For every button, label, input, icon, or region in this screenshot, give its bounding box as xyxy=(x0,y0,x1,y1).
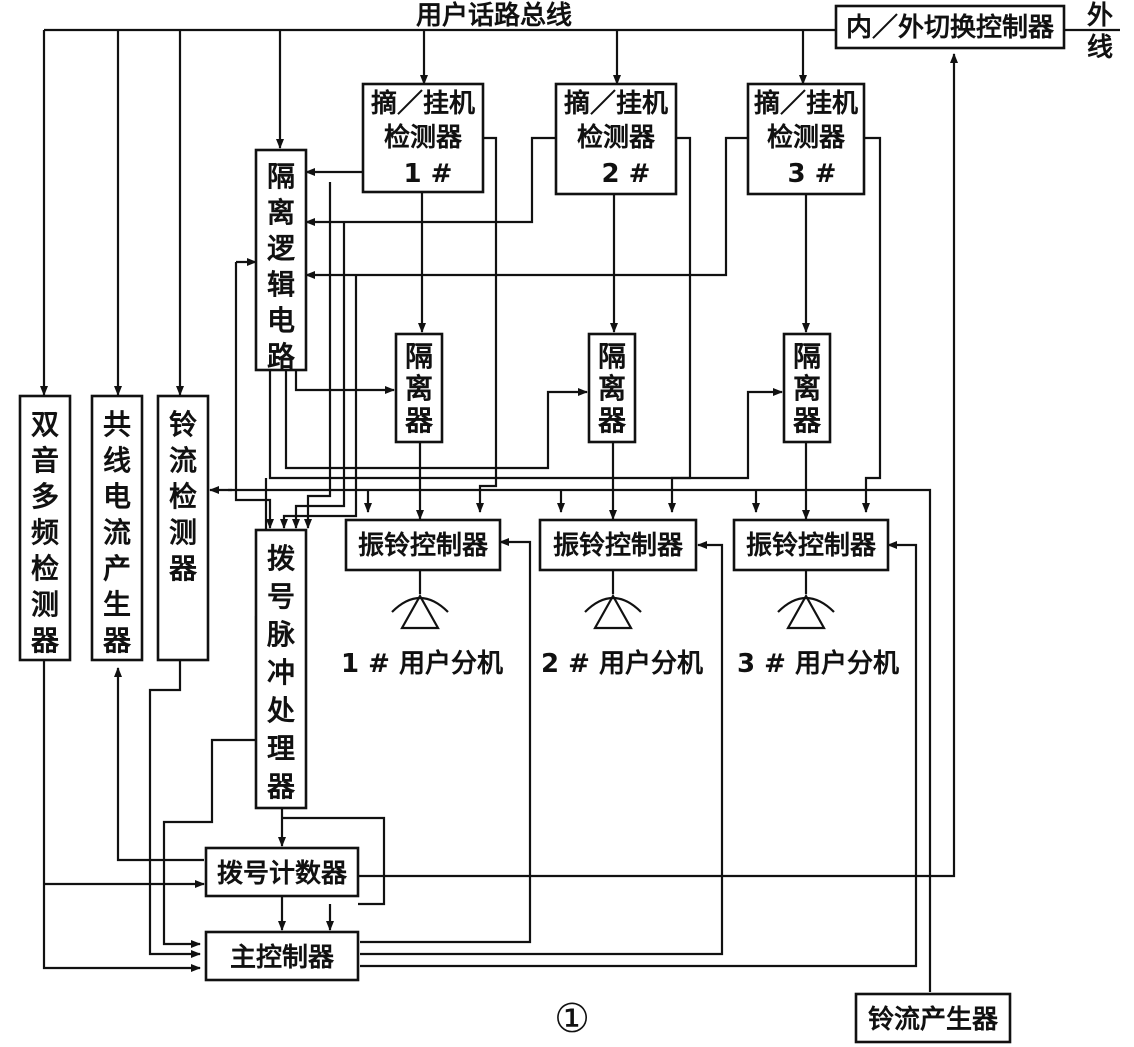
isolation-logic-block: 隔离逻辑电路 xyxy=(254,148,308,373)
ring-controller-2: 振铃控制器 xyxy=(538,518,698,572)
switch-controller-label: 内／外切换控制器 xyxy=(846,13,1055,43)
svg-text:检测器: 检测器 xyxy=(577,122,656,153)
hook-detector-3-num: 3 # xyxy=(788,159,837,189)
logic-feedback-to-dpp xyxy=(234,262,274,529)
main-to-ring2 xyxy=(360,541,724,956)
hook-detector-2-num: 2 # xyxy=(602,159,651,189)
dial-counter-label: 拨号计数器 xyxy=(217,859,348,889)
hook3-line-to-dpp xyxy=(280,275,358,529)
phone-2-label: 2 # 用户分机 xyxy=(541,648,703,679)
hook-detector-2: 摘／挂机 检测器 2 # xyxy=(554,82,678,196)
main-to-ring3 xyxy=(360,541,918,968)
outer-line-label: 外 xyxy=(1087,1,1113,31)
ring-rail xyxy=(228,488,932,992)
logic-to-iso2 xyxy=(284,370,588,470)
hook-detector-3: 摘／挂机 检测器 3 # xyxy=(746,82,866,196)
dtmf-to-main xyxy=(42,660,201,972)
ring-current-gen-label: 铃流产生器 xyxy=(868,1005,999,1035)
counter-to-switch xyxy=(358,53,958,878)
hook3-to-ring3-ctrl xyxy=(862,136,882,513)
svg-text:线: 线 xyxy=(1087,33,1113,63)
hook-detector-1-label: 摘／挂机 xyxy=(371,88,475,119)
main-controller-block: 主控制器 xyxy=(204,930,360,982)
blocks-common_line_current_gen-label: 共线电流产生器 xyxy=(102,408,132,657)
extensions-2-isolator-label: 隔离器 xyxy=(792,340,822,437)
phone-1-label: 1 # 用户分机 xyxy=(341,648,503,679)
hook-detector-2-label: 摘／挂机 xyxy=(564,88,668,119)
blocks-dial_pulse_processor-label: 拨号脉冲处理器 xyxy=(266,542,296,803)
hook1-to-ring1-ctrl xyxy=(476,136,498,513)
hook2-to-logic xyxy=(305,136,556,226)
hook1-line-to-dpp xyxy=(304,182,332,529)
dpp-to-main xyxy=(162,738,256,948)
wires xyxy=(40,28,1120,992)
svg-text:检测器: 检测器 xyxy=(767,122,846,153)
counter-loop xyxy=(282,816,386,906)
hook-detector-1-num: 1 # xyxy=(404,159,453,189)
phone-1-icon xyxy=(391,593,449,630)
ring-controller-1-label: 振铃控制器 xyxy=(358,531,489,561)
blocks-ring_current_detector-label: 铃流检测器 xyxy=(168,408,198,585)
extensions-1-isolator-label: 隔离器 xyxy=(597,340,627,437)
bus-label: 用户话路总线 xyxy=(416,0,572,31)
main-controller-label: 主控制器 xyxy=(230,943,335,973)
ring-current-detector-block: 铃流检测器 xyxy=(156,394,210,662)
switch-controller-block: 内／外切换控制器 xyxy=(834,4,1066,50)
ring-controller-3-label: 振铃控制器 xyxy=(746,531,877,561)
blocks-dtmf_detector-label: 双音多频检测器 xyxy=(30,408,60,657)
ring-controller-3: 振铃控制器 xyxy=(732,518,890,572)
ringdet-to-main xyxy=(148,660,201,958)
ring-current-gen-block: 铃流产生器 xyxy=(854,992,1012,1044)
blocks-isolation_logic-label: 隔离逻辑电路 xyxy=(267,160,296,373)
phone-3-icon xyxy=(777,593,835,630)
ring-controller-1: 振铃控制器 xyxy=(344,518,502,572)
dial-pulse-processor-block: 拨号脉冲处理器 xyxy=(254,528,308,810)
outer-line-label: 外 线 xyxy=(1087,1,1113,63)
dtmf-detector-block: 双音多频检测器 xyxy=(18,394,72,662)
counter-to-common xyxy=(114,667,204,862)
dial-counter-block: 拨号计数器 xyxy=(204,846,360,898)
ring-controller-2-label: 振铃控制器 xyxy=(553,531,684,561)
isolator-2: 隔离器 xyxy=(587,332,637,444)
logic-to-iso3 xyxy=(268,370,783,480)
phone-3-label: 3 # 用户分机 xyxy=(737,648,899,679)
extensions-0-isolator-label: 隔离器 xyxy=(404,340,434,437)
hook-detector-1: 摘／挂机 检测器 1 # xyxy=(361,82,485,194)
logic-to-iso1 xyxy=(294,370,395,394)
hook-detector-3-label: 摘／挂机 xyxy=(754,88,858,119)
svg-text:检测器: 检测器 xyxy=(384,122,463,153)
isolator-1: 隔离器 xyxy=(394,332,444,444)
phone-2-icon xyxy=(584,593,642,630)
common-line-current-gen-block: 共线电流产生器 xyxy=(90,394,144,662)
main-to-ring1 xyxy=(360,538,532,944)
hook3-to-logic xyxy=(305,136,748,279)
figure-number: ① xyxy=(554,996,590,1042)
isolator-3: 隔离器 xyxy=(782,332,832,444)
